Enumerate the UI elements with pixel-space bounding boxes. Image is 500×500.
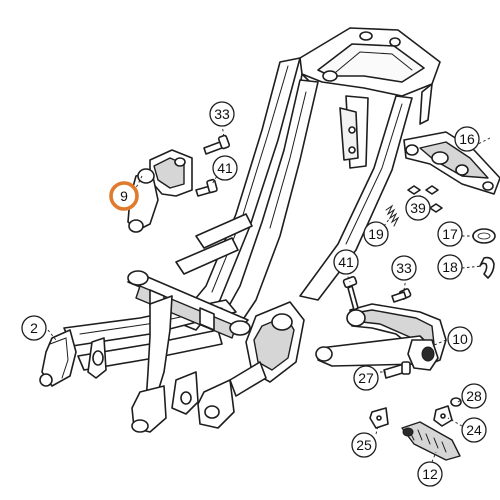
side-stand-part-10 bbox=[315, 303, 447, 371]
callout-19[interactable]: 19 bbox=[363, 221, 389, 247]
callout-33-lower[interactable]: 33 bbox=[391, 255, 417, 281]
callout-label: 18 bbox=[442, 259, 458, 275]
washer-part-28 bbox=[450, 397, 462, 407]
callout-28[interactable]: 28 bbox=[461, 383, 487, 409]
callout-39[interactable]: 39 bbox=[405, 195, 431, 221]
callout-9-highlighted[interactable]: 9 bbox=[109, 181, 139, 211]
callout-label: 16 bbox=[459, 131, 475, 147]
callout-label: 19 bbox=[368, 226, 384, 242]
bolt-33-lower bbox=[391, 288, 412, 303]
callout-10[interactable]: 10 bbox=[447, 326, 473, 352]
callout-33-upper[interactable]: 33 bbox=[209, 101, 235, 127]
bolt-41-upper bbox=[195, 178, 218, 197]
bracket-part-16 bbox=[403, 131, 500, 195]
callout-18[interactable]: 18 bbox=[437, 254, 463, 280]
callout-27[interactable]: 27 bbox=[353, 365, 379, 391]
leader-lines bbox=[47, 123, 491, 463]
callout-label: 10 bbox=[452, 331, 468, 347]
callout-label: 39 bbox=[410, 200, 426, 216]
bolt-part-27 bbox=[383, 361, 411, 379]
plate-part-24 bbox=[433, 405, 453, 427]
callout-label: 41 bbox=[338, 254, 354, 270]
callout-label: 2 bbox=[30, 320, 38, 336]
callout-label: 33 bbox=[214, 106, 230, 122]
callout-16[interactable]: 16 bbox=[454, 126, 480, 152]
callout-label: 33 bbox=[396, 260, 412, 276]
callout-label: 27 bbox=[358, 370, 374, 386]
callout-2[interactable]: 2 bbox=[21, 315, 47, 341]
callout-24[interactable]: 24 bbox=[461, 417, 487, 443]
bolt-41-lower bbox=[342, 275, 359, 311]
callout-41-lower[interactable]: 41 bbox=[333, 249, 359, 275]
clip-part-18 bbox=[479, 256, 495, 279]
callout-label: 12 bbox=[422, 466, 438, 482]
clip-part-17 bbox=[472, 228, 496, 244]
callout-41-upper[interactable]: 41 bbox=[212, 155, 238, 181]
callout-label: 17 bbox=[442, 226, 458, 242]
spring-part-12 bbox=[401, 421, 461, 461]
spring-part-19 bbox=[385, 204, 400, 227]
main-frame bbox=[39, 27, 441, 433]
callout-12[interactable]: 12 bbox=[417, 461, 443, 487]
callout-label: 25 bbox=[356, 437, 372, 453]
bolt-33-upper bbox=[203, 134, 231, 155]
callout-label: 41 bbox=[217, 160, 233, 176]
bracket-part-9 bbox=[127, 149, 193, 233]
callout-17[interactable]: 17 bbox=[437, 221, 463, 247]
callout-label: 9 bbox=[120, 188, 128, 204]
callout-label: 24 bbox=[466, 422, 482, 438]
plate-part-25 bbox=[369, 407, 389, 429]
callout-label: 28 bbox=[466, 388, 482, 404]
callout-25[interactable]: 25 bbox=[351, 432, 377, 458]
